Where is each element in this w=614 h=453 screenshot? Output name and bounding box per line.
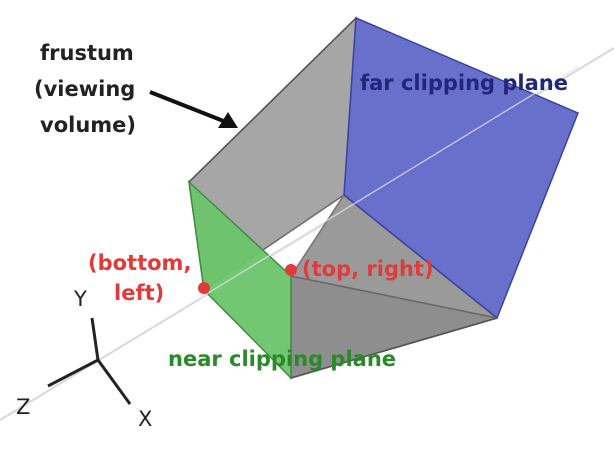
y-axis-label: Y	[73, 287, 87, 311]
inner-edge-2	[188, 17, 357, 183]
top-right-point	[285, 264, 297, 276]
inner-edge-3	[290, 317, 498, 379]
z-axis-line	[47, 358, 99, 388]
frustum-label-line3: volume)	[40, 113, 136, 137]
y-axis-line	[90, 317, 100, 361]
inner-edge-1	[290, 194, 345, 277]
frustum-arrow-shaft	[149, 90, 227, 124]
x-axis-line	[96, 359, 132, 405]
bottom-left-point	[198, 282, 210, 294]
x-axis-label: X	[138, 407, 152, 431]
frustum-arrow-head	[218, 112, 238, 128]
bottom-left-label-line2: left)	[114, 281, 164, 305]
view-axis-overlay	[199, 66, 579, 299]
near-plane-label: near clipping plane	[168, 347, 396, 371]
bottom-left-label-line1: (bottom,	[88, 251, 191, 275]
frustum-label-line1: frustum	[40, 41, 134, 65]
coordinate-axes: Y Z X	[16, 287, 152, 431]
frustum-label-line2: (viewing	[34, 77, 135, 101]
top-right-label: (top, right)	[302, 257, 434, 281]
far-plane-label: far clipping plane	[360, 71, 568, 95]
z-axis-label: Z	[16, 395, 30, 419]
